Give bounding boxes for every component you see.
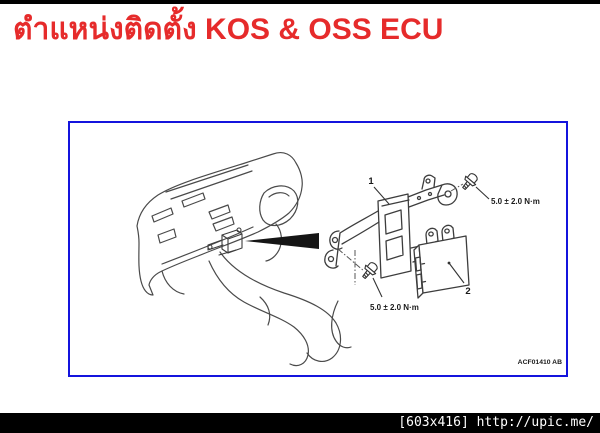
- figure-frame: 1 2 5.0 ± 2.0 N·m 5.0 ± 2.0 N·m ACF01410…: [68, 121, 568, 377]
- bolt-lower-icon: [362, 262, 378, 280]
- console-drawing: [161, 251, 352, 367]
- bolt-axis-lines: [337, 183, 464, 285]
- torque-upper-label: 5.0 ± 2.0 N·m: [491, 197, 540, 206]
- bolt-upper-icon: [462, 173, 478, 191]
- leader-lines: [372, 186, 490, 298]
- ecu-module-drawing: [413, 224, 470, 299]
- bracket-drawing: [324, 174, 458, 279]
- watermark-text: [603x416] http://upic.me/: [398, 415, 594, 430]
- location-diagram: 1 2 5.0 ± 2.0 N·m 5.0 ± 2.0 N·m ACF01410…: [136, 151, 562, 367]
- installed-ecu-drawing: [207, 227, 243, 256]
- part2-leader-dot: [447, 261, 451, 265]
- slide-title: ตำแหน่งติดตั้ง KOS & OSS ECU: [13, 13, 444, 46]
- part2-callout: 2: [465, 286, 470, 297]
- part1-callout: 1: [368, 176, 374, 187]
- dashboard-drawing: [136, 151, 303, 296]
- torque-lower-label: 5.0 ± 2.0 N·m: [370, 303, 419, 312]
- watermark-bar: [603x416] http://upic.me/: [0, 413, 600, 433]
- detail-arrow: [245, 233, 319, 249]
- figure-code-label: ACF01410 AB: [518, 359, 562, 366]
- top-edge-bar: [0, 0, 600, 4]
